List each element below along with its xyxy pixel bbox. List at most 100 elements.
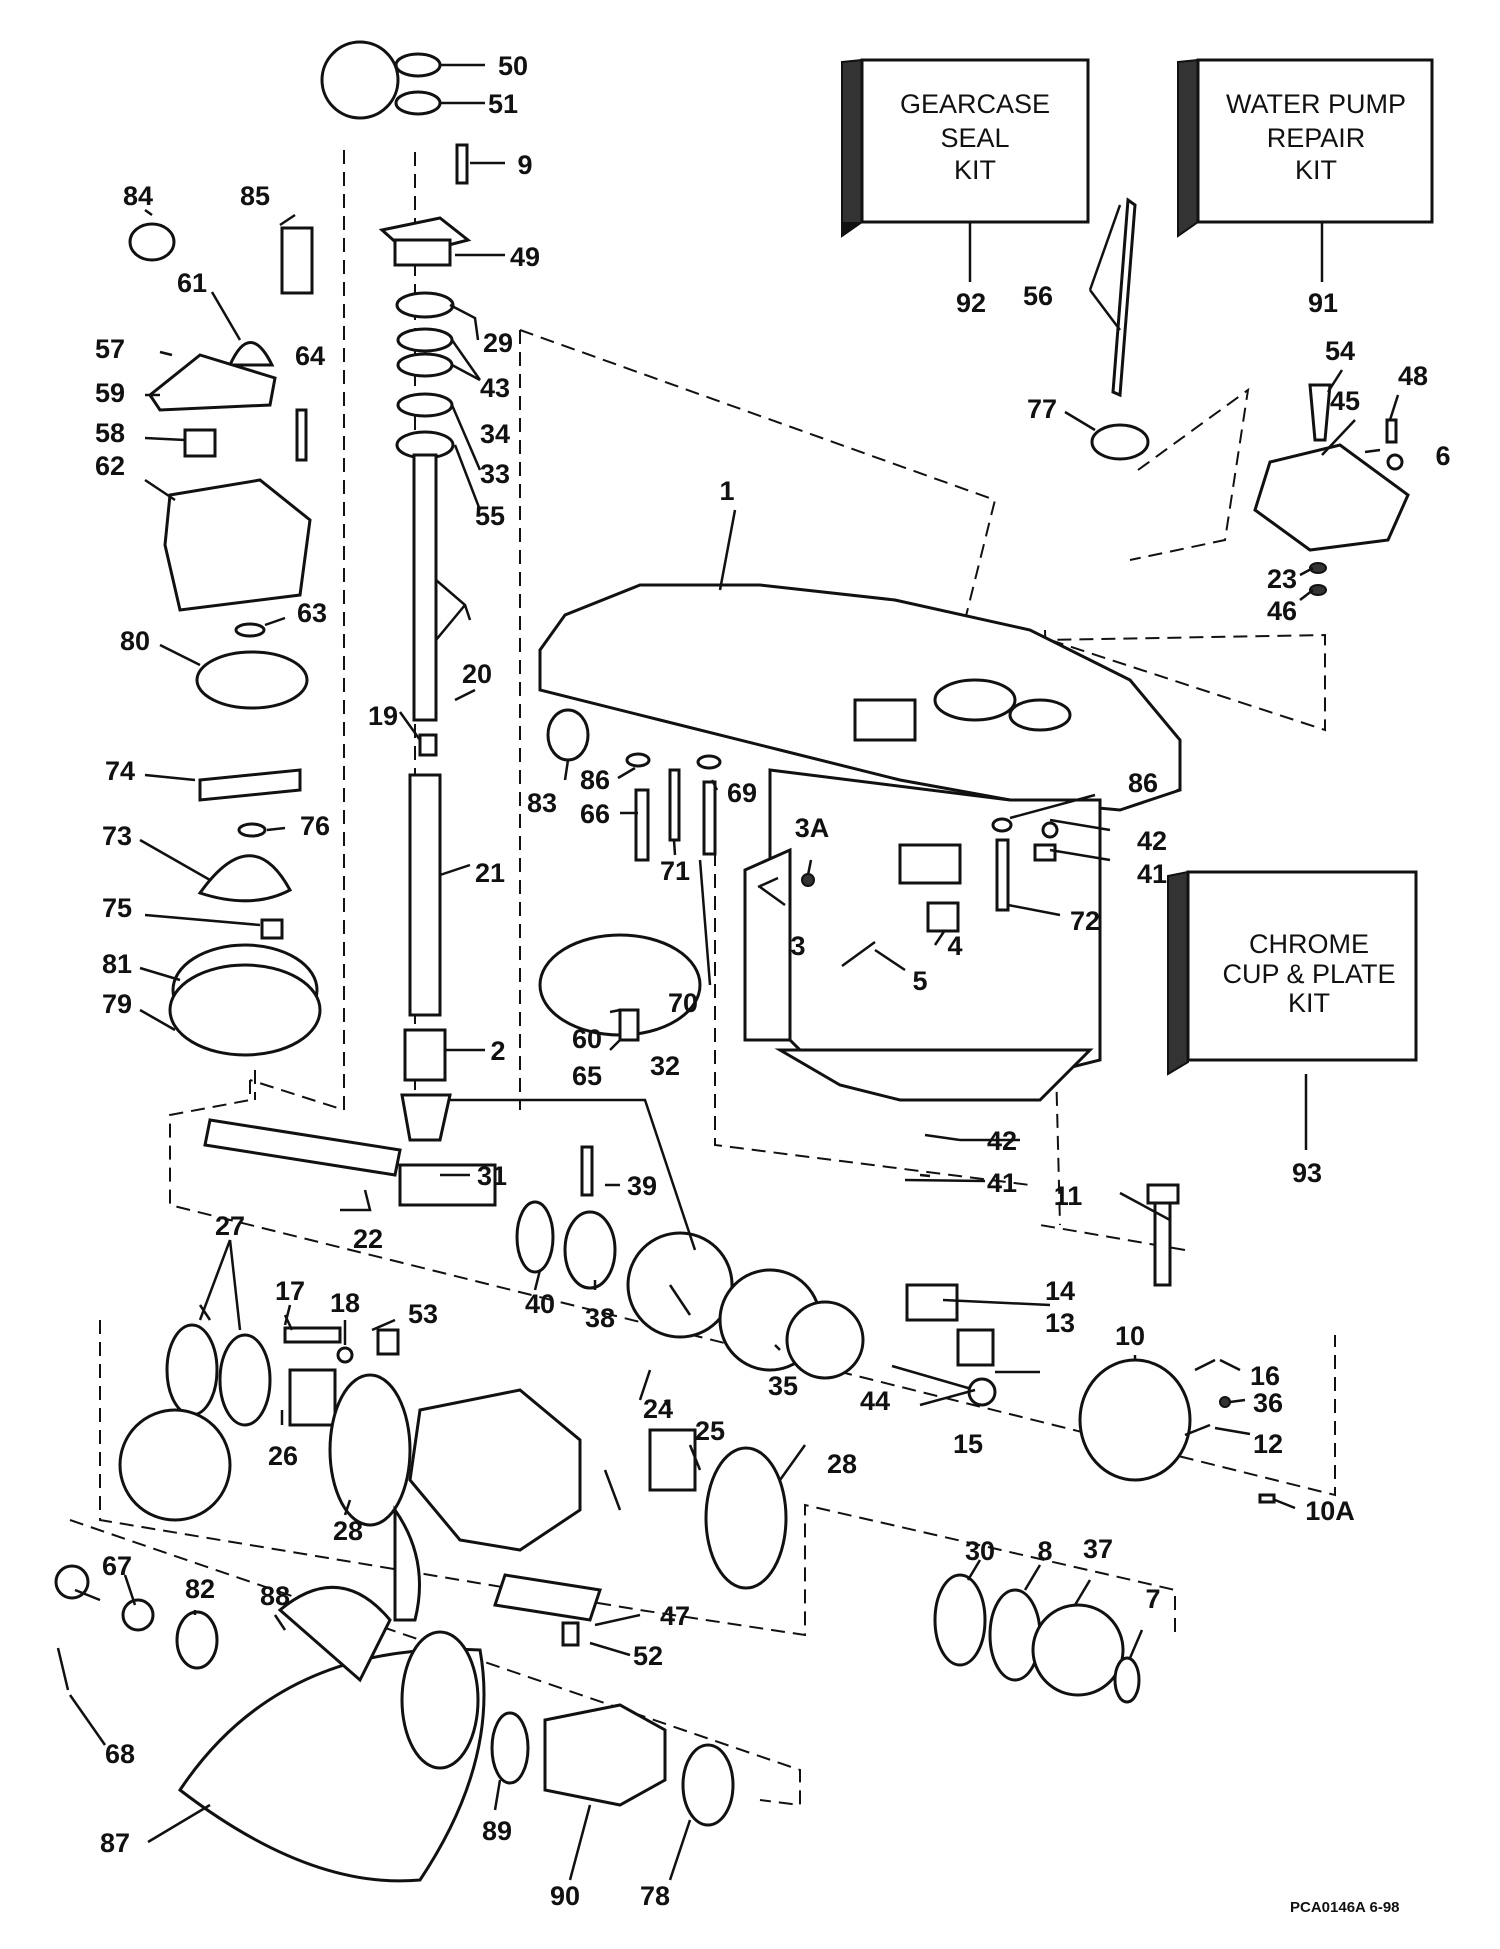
- label-79: 79: [102, 989, 132, 1019]
- kit-gearcase-number: 92: [956, 288, 986, 318]
- kit-water-pump-number: 91: [1308, 288, 1338, 318]
- label-81: 81: [102, 949, 132, 979]
- label-22: 22: [353, 1224, 383, 1254]
- water-pump-stack: [128, 222, 322, 1057]
- label-86b: 86: [1128, 768, 1158, 798]
- label-57: 57: [95, 334, 125, 364]
- kit-chrome-line-3: KIT: [1288, 988, 1330, 1018]
- label-39: 39: [627, 1171, 657, 1201]
- label-72: 72: [1070, 906, 1100, 936]
- label-67: 67: [102, 1551, 132, 1581]
- leader-lines: [68, 63, 1400, 1881]
- label-25: 25: [695, 1416, 725, 1446]
- label-31: 31: [477, 1161, 507, 1191]
- label-3a: 3A: [795, 813, 830, 843]
- label-89: 89: [482, 1816, 512, 1846]
- label-12: 12: [1253, 1429, 1283, 1459]
- label-42b: 42: [987, 1126, 1017, 1156]
- label-80: 80: [120, 626, 150, 656]
- label-76: 76: [300, 811, 330, 841]
- label-26: 26: [268, 1441, 298, 1471]
- part-71-screw: [668, 768, 681, 842]
- part-69-washer: [696, 754, 722, 770]
- label-21: 21: [475, 858, 505, 888]
- part-72-screw: [995, 838, 1010, 912]
- label-51: 51: [488, 89, 518, 119]
- shift-parts: [891, 1183, 1276, 1504]
- label-15: 15: [953, 1429, 983, 1459]
- label-55: 55: [475, 501, 505, 531]
- label-86a: 86: [580, 765, 610, 795]
- label-36: 36: [1253, 1388, 1283, 1418]
- label-10a: 10A: [1305, 1496, 1355, 1526]
- label-3: 3: [790, 931, 805, 961]
- label-28b: 28: [827, 1449, 857, 1479]
- label-41b: 41: [987, 1168, 1017, 1198]
- label-35: 35: [768, 1371, 798, 1401]
- label-62: 62: [95, 451, 125, 481]
- kit-box-water-pump-repair: WATER PUMP REPAIR KIT: [1177, 58, 1434, 238]
- label-37: 37: [1083, 1534, 1113, 1564]
- forward-gear-group: [933, 1573, 1141, 1704]
- part-69-screw: [702, 780, 717, 856]
- label-83: 83: [527, 788, 557, 818]
- label-1: 1: [719, 476, 734, 506]
- kit-gearcase-line-3: KIT: [954, 155, 996, 185]
- label-34: 34: [480, 419, 510, 449]
- label-84: 84: [123, 181, 153, 211]
- kit-box-gearcase-seal: GEARCASE SEAL KIT: [841, 58, 1090, 238]
- label-63: 63: [297, 598, 327, 628]
- label-90: 90: [550, 1881, 580, 1911]
- label-38: 38: [585, 1303, 615, 1333]
- label-30: 30: [965, 1536, 995, 1566]
- label-20: 20: [462, 659, 492, 689]
- label-74: 74: [105, 756, 135, 786]
- label-70: 70: [668, 988, 698, 1018]
- label-65: 65: [572, 1061, 602, 1091]
- label-88: 88: [260, 1581, 290, 1611]
- part-86-washer-b: [991, 817, 1013, 833]
- label-49: 49: [510, 242, 540, 272]
- label-77: 77: [1027, 394, 1057, 424]
- label-52: 52: [633, 1641, 663, 1671]
- label-64: 64: [295, 341, 325, 371]
- kit-chrome-line-1: CHROME: [1249, 929, 1369, 959]
- label-66: 66: [580, 799, 610, 829]
- part-3a: [801, 873, 815, 887]
- kit-chrome-number: 93: [1292, 1158, 1322, 1188]
- label-41a: 41: [1137, 859, 1167, 889]
- label-14: 14: [1045, 1276, 1075, 1306]
- label-87: 87: [100, 1828, 130, 1858]
- label-40: 40: [525, 1289, 555, 1319]
- label-13: 13: [1045, 1308, 1075, 1338]
- kit-box-chrome-cup-plate: CHROME CUP & PLATE KIT: [1167, 870, 1418, 1076]
- kit-water-pump-line-1: WATER PUMP: [1226, 89, 1406, 119]
- label-61: 61: [177, 268, 207, 298]
- label-24: 24: [643, 1394, 673, 1424]
- part-66-screw: [634, 788, 650, 862]
- label-7: 7: [1145, 1584, 1160, 1614]
- label-43: 43: [480, 373, 510, 403]
- part-5-pin: [841, 940, 876, 968]
- propeller-assembly: [54, 1505, 735, 1883]
- part-4-anode: [926, 901, 960, 933]
- kit-water-pump-line-2: REPAIR: [1267, 123, 1366, 153]
- kit-chrome-line-2: CUP & PLATE: [1222, 959, 1395, 989]
- part-number-labels: 1 2 3 3A 4 5 6 7 8 9 10 10A 11 12 13 14 …: [95, 51, 1451, 1911]
- label-78: 78: [640, 1881, 670, 1911]
- label-73: 73: [102, 821, 132, 851]
- label-28a: 28: [333, 1516, 363, 1546]
- drawing-code: PCA0146A 6-98: [1290, 1899, 1400, 1916]
- label-11: 11: [1054, 1181, 1083, 1211]
- propshaft-gears: [118, 1118, 865, 1647]
- driveshaft-stack: [320, 40, 472, 1186]
- label-58: 58: [95, 418, 125, 448]
- label-44: 44: [860, 1386, 890, 1416]
- label-59: 59: [95, 378, 125, 408]
- part-3-screw: [757, 876, 779, 889]
- label-19: 19: [368, 701, 398, 731]
- label-50: 50: [498, 51, 528, 81]
- label-56: 56: [1023, 281, 1053, 311]
- label-47: 47: [660, 1601, 690, 1631]
